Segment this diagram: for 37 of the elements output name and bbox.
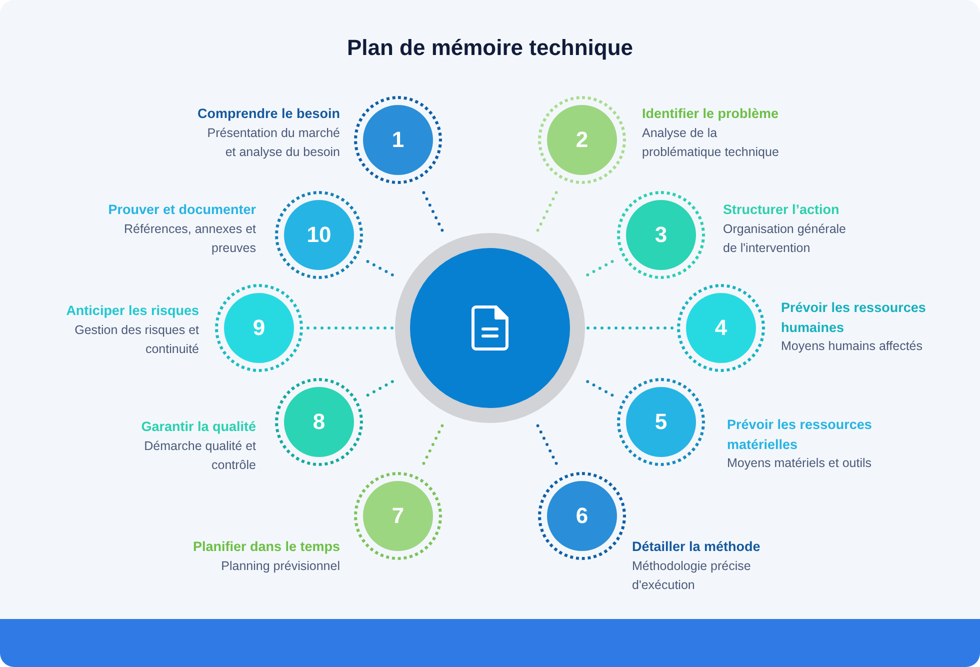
step-description: Références, annexes et preuves (122, 220, 256, 257)
step-number: 3 (654, 224, 668, 246)
step-title: Prouver et documenter (108, 201, 256, 219)
step-number: 1 (392, 129, 404, 151)
step-description: Analyse de la problématique technique (642, 124, 780, 161)
dotted-connector (586, 380, 616, 398)
step-number: 8 (312, 411, 326, 433)
dotted-connector (586, 258, 616, 276)
dotted-connector (364, 258, 394, 276)
step-description: Organisation générale de l'intervention (723, 220, 847, 256)
step-title: Planifier dans le temps (192, 538, 340, 556)
step-description: Planning prévisionnel (221, 558, 340, 575)
step-title: Prévoir les ressources humaines (781, 299, 927, 336)
step-description: Moyens matériels et outils (727, 455, 872, 472)
step-number: 4 (714, 317, 728, 339)
step-number: 2 (576, 129, 588, 151)
step-title: Prévoir les ressources matérielles (727, 416, 873, 454)
step-description: Gestion des risques et continuité (74, 322, 199, 358)
step-number: 7 (392, 505, 404, 527)
step-title: Identifier le problème (642, 105, 779, 123)
step-title: Comprendre le besoin (197, 105, 340, 123)
step-title: Anticiper les risques (66, 302, 199, 320)
step-title: Structurer l’action (723, 201, 840, 219)
step-description: Méthodologie précise d'exécution (632, 558, 752, 594)
dotted-connector (586, 326, 676, 330)
step-number: 9 (252, 317, 266, 339)
step-description: Moyens humains affectés (781, 338, 923, 355)
step-description: Démarche qualité et contrôle (143, 438, 256, 474)
step-number: 5 (654, 411, 668, 433)
diagram-title: Plan de mémoire technique (346, 34, 634, 62)
step-number: 10 (306, 224, 332, 246)
step-number: 6 (576, 505, 588, 527)
step-description: Présentation du marché et analyse du besoin (206, 124, 340, 161)
dotted-connector (304, 326, 394, 330)
dotted-connector (364, 380, 394, 398)
step-title: Garantir la qualité (141, 418, 256, 436)
step-title: Détailler la méthode (632, 538, 760, 556)
